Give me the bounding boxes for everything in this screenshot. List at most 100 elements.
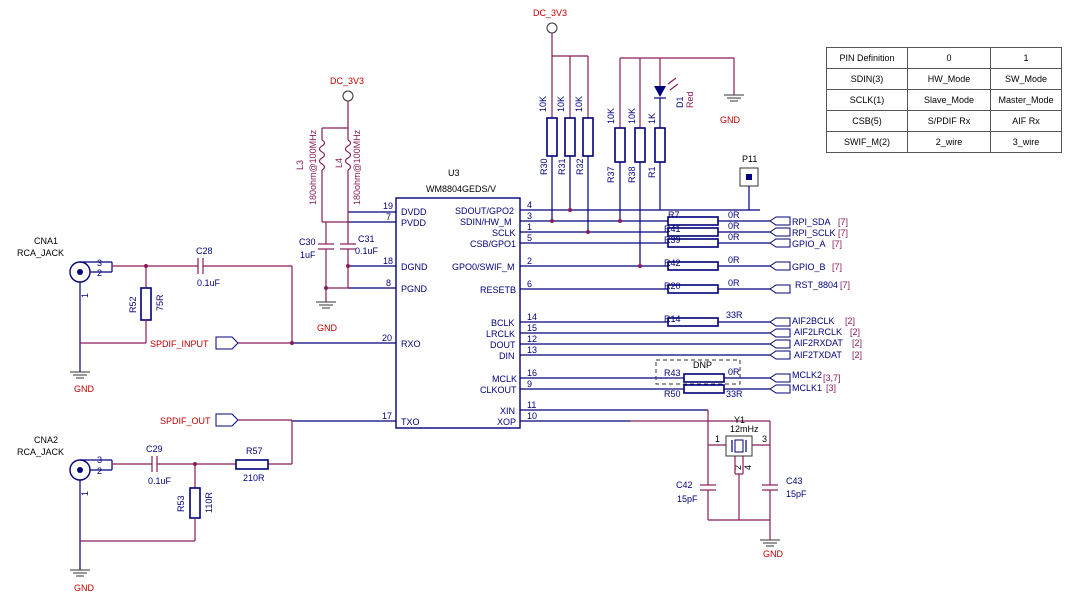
pin-num-pvdd: 7: [386, 212, 391, 222]
net-gpio-a: GPIO_A: [792, 239, 826, 249]
c28-value: 0.1uF: [197, 278, 221, 288]
pin-num-11: 11: [527, 400, 536, 410]
net-rst-8804-sheet: [7]: [840, 280, 850, 290]
pin-num-dvdd: 19: [383, 201, 393, 211]
r43-ref: R43: [664, 368, 681, 378]
pin-num-5: 5: [527, 233, 532, 243]
r1-ref: R1: [647, 166, 657, 178]
pin-name-dvdd: DVDD: [401, 207, 427, 217]
pin-name-lrclk: LRCLK: [486, 329, 515, 339]
cna1-pin1: 1: [80, 293, 90, 298]
r32-ref: R32: [575, 158, 585, 175]
pin-name-pgnd: PGND: [401, 284, 428, 294]
net-port-arrow: [769, 227, 791, 237]
table-cell: 3_wire: [990, 131, 1062, 153]
resistor-r57: [235, 459, 269, 470]
net-mclk2-sheet: [3,7]: [823, 373, 841, 383]
c28-ref: C28: [196, 246, 213, 256]
net-port-arrow: [769, 350, 791, 360]
r42-ref: R42: [664, 258, 681, 268]
pin-name-txo: TXO: [401, 417, 420, 427]
cna2-pin2: 2: [97, 466, 102, 476]
resistor-r43: [683, 373, 725, 383]
pin-num-2: 2: [527, 256, 532, 266]
cna1-pin2: 2: [97, 268, 102, 278]
table-row: SWIF_M(2) 2_wire 3_wire: [826, 131, 1062, 153]
table-header-row: PIN Definition 0 1: [826, 47, 1062, 69]
gnd-label-cna2: GND: [74, 583, 95, 593]
table-header-cell: PIN Definition: [826, 47, 908, 69]
r42-value: 0R: [728, 255, 740, 265]
cna1-type: RCA_JACK: [17, 248, 64, 258]
cna2-ref: CNA2: [34, 435, 58, 445]
r7-ref: R7: [668, 210, 680, 220]
l4-ref: L4: [334, 158, 344, 168]
net-gpio-a-sheet: [7]: [832, 239, 842, 249]
r38-value: 10K: [627, 108, 637, 124]
net-aif2lrclk: AIF2LRCLK: [794, 327, 842, 337]
r30-ref: R30: [539, 158, 549, 175]
net-rpi-sclk: RPI_SCLK: [792, 228, 836, 238]
r20-value: 0R: [728, 278, 740, 288]
led-d1-color: Red: [685, 91, 695, 108]
pin-num-dgnd: 18: [383, 256, 393, 266]
table-row: SCLK(1) Slave_Mode Master_Mode: [826, 89, 1062, 111]
r39-ref: R39: [664, 235, 681, 245]
net-port-arrow: [769, 373, 791, 383]
pin-num-10: 10: [527, 411, 537, 421]
resistor-r32: [582, 117, 594, 157]
r38-ref: R38: [627, 166, 637, 183]
table-cell: 2_wire: [907, 131, 991, 153]
r31-value: 10K: [556, 96, 566, 112]
resistor-r31: [564, 117, 576, 157]
l3-ref: L3: [295, 160, 305, 170]
net-port-arrow: [769, 328, 791, 338]
net-port-arrow: [769, 284, 791, 294]
resistor-r38: [634, 127, 646, 163]
pin-num-16: 16: [527, 368, 537, 378]
resistor-r30: [546, 117, 558, 157]
gnd-label-crystal: GND: [763, 549, 784, 559]
pin-num-12: 12: [527, 334, 537, 344]
pin-name-dgnd: DGND: [401, 262, 428, 272]
r41-value: 0R: [728, 221, 740, 231]
resistor-r50: [683, 384, 725, 394]
resistor-r1: [654, 127, 666, 163]
net-aif2lrclk-sheet: [2]: [850, 327, 860, 337]
net-aif2txdat-sheet: [2]: [852, 350, 862, 360]
net-aif2rxdat: AIF2RXDAT: [794, 338, 843, 348]
pin-name-sdout: SDOUT/GPO2: [455, 206, 514, 216]
c31-value: 0.1uF: [355, 246, 379, 256]
r39-value: 0R: [728, 232, 740, 242]
net-rst-8804: RST_8804: [795, 280, 838, 290]
testpoint-ref: P11: [742, 154, 757, 164]
pin-name-din: DIN: [499, 351, 515, 361]
pin-name-bclk: BCLK: [491, 318, 515, 328]
l3-value: 180ohm@100MHz: [308, 129, 318, 205]
net-mclk2: MCLK2: [792, 370, 822, 380]
crystal-pin4: 4: [743, 465, 753, 470]
pin-name-gpo0: GPO0/SWIF_M: [452, 262, 515, 272]
crystal-pin3: 3: [762, 434, 767, 444]
gnd-label-ic: GND: [317, 323, 338, 333]
table-cell: AIF Rx: [990, 110, 1062, 132]
table-cell: CSB(5): [826, 110, 908, 132]
net-port-arrow: [769, 261, 791, 271]
r53-ref: R53: [176, 495, 186, 512]
resistor-r53: [189, 487, 201, 519]
r32-value: 10K: [574, 96, 584, 112]
r53-value: 110R: [204, 492, 214, 513]
led-d1-ref: D1: [675, 96, 685, 108]
r52-value: 75R: [155, 294, 165, 311]
pin-num-14: 14: [527, 312, 537, 322]
port-spdif-out-label: SPDIF_OUT: [160, 416, 211, 426]
table-header-cell: 0: [907, 47, 991, 69]
r52-ref: R52: [128, 296, 138, 313]
dnp-label: DNP: [693, 360, 712, 370]
r14-ref: R14: [664, 314, 681, 324]
r14-value: 33R: [726, 310, 743, 320]
cna1-pin3: 3: [97, 258, 102, 268]
net-port-arrow: [769, 238, 791, 248]
l4-value: 180ohm@100MHz: [352, 129, 362, 205]
pin-num-13: 13: [527, 345, 537, 355]
